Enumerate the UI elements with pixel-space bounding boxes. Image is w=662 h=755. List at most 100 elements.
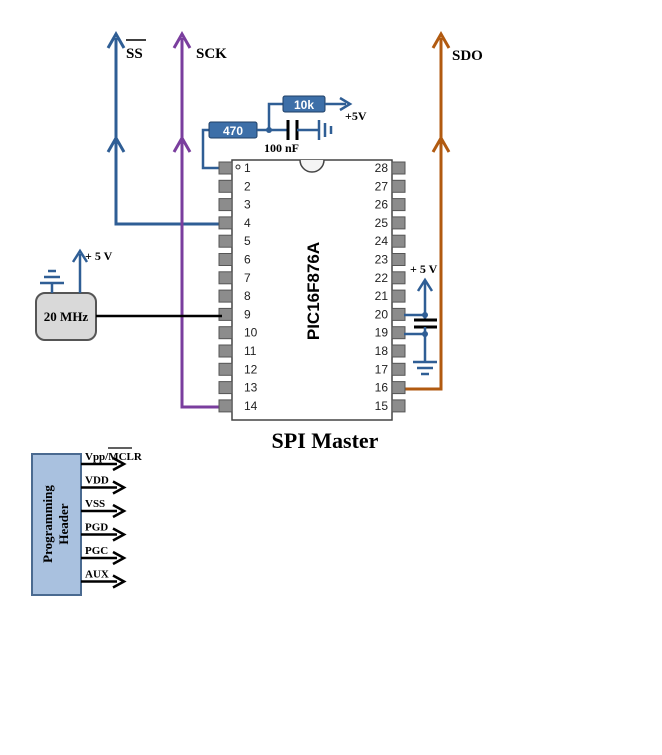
right-supply-arrow-icon	[416, 277, 434, 292]
sck-arrow-icon	[172, 30, 192, 49]
chip-pin-20: 20	[375, 307, 406, 321]
chip-pin-number: 26	[375, 198, 389, 212]
chip-pin-8: 8	[218, 289, 251, 303]
chip-pin-21: 21	[375, 289, 406, 303]
chip-pin-number: 27	[375, 179, 389, 193]
ss-label: SS	[126, 46, 143, 62]
header-pin-label: VSS	[85, 498, 105, 510]
chip-pin-number: 2	[244, 179, 251, 193]
header-pin-vss: VSS	[81, 498, 127, 519]
chip-pin-number: 18	[375, 344, 389, 358]
mclr-network: 470 10k +5V 100 nF	[201, 95, 367, 170]
chip-pin-24: 24	[375, 234, 406, 248]
sck-mid-arrow-icon	[172, 134, 192, 153]
sdo-mid-arrow-icon	[431, 134, 451, 153]
chip-pin-10: 10	[218, 326, 258, 340]
chip-pin-number: 25	[375, 216, 389, 230]
chip-pin-number: 14	[244, 399, 258, 413]
chip-pin-16: 16	[375, 381, 406, 395]
chip-pin-number: 8	[244, 289, 251, 303]
chip-pin-number: 11	[244, 344, 257, 358]
chip-pin-number: 5	[244, 234, 251, 248]
chip-pin-15: 15	[375, 399, 406, 413]
chip-pin-5: 5	[218, 234, 251, 248]
chip-pin-7: 7	[218, 271, 251, 285]
diagram-title: SPI Master	[272, 428, 379, 453]
chip-pin-12: 12	[218, 362, 258, 376]
header-pin-arrow-icon	[112, 527, 127, 542]
chip-pin-number: 24	[375, 234, 389, 248]
header-pin-arrow-icon	[112, 550, 127, 566]
header-pin-label: VDD	[85, 475, 109, 487]
crystal-supply-arrow-icon	[71, 248, 89, 263]
chip-pin-number: 28	[375, 161, 389, 175]
chip-pin-number: 22	[375, 271, 389, 285]
chip-pin-27: 27	[375, 179, 406, 193]
chip-pin-number: 7	[244, 271, 251, 285]
programming-header-label-line1: Programming	[40, 485, 55, 563]
crystal-supply-label: + 5 V	[85, 249, 113, 263]
programming-header: Programming Header Vpp/MCLR VDD VSS PGD PGC A…	[31, 447, 143, 596]
chip-pin-number: 17	[375, 362, 389, 376]
chip-pin-23: 23	[375, 253, 406, 267]
chip-pin-4: 4	[218, 216, 251, 230]
sdo-arrow-icon	[431, 30, 451, 49]
chip-notch	[299, 159, 325, 173]
supply-top-label: +5V	[345, 109, 367, 123]
chip-pin-number: 19	[375, 326, 389, 340]
header-pin-arrow-icon	[112, 574, 127, 589]
chip-name: PIC16F876A	[304, 242, 323, 340]
header-pin-label: PGC	[85, 545, 108, 557]
supply-arrow-icon	[339, 96, 353, 112]
header-pin-label: AUX	[85, 569, 109, 581]
chip-pins-right: 28 27 26 25 24 23 22 21 20 19 18 17 16 15	[375, 161, 406, 413]
chip-pin-number: 9	[244, 307, 251, 321]
chip-pin-1: 1	[218, 161, 251, 175]
header-pin-vdd: VDD	[81, 475, 127, 495]
chip-pin-number: 23	[375, 253, 389, 267]
programming-header-body	[31, 453, 82, 596]
chip-pin-19: 19	[375, 326, 406, 340]
chip-pin-13: 13	[218, 381, 258, 395]
ss-wire	[106, 30, 232, 226]
sck-label: SCK	[196, 46, 227, 62]
chip-pin-17: 17	[375, 362, 406, 376]
chip-pin-11: 11	[218, 344, 257, 358]
chip-pin-3: 3	[218, 198, 251, 212]
chip-pin-number: 4	[244, 216, 251, 230]
chip-pin-2: 2	[218, 179, 251, 193]
pin1-marker-dot	[235, 164, 241, 170]
crystal-oscillator: 20 MHz + 5 V	[35, 248, 222, 341]
chip-pin-number: 10	[244, 326, 258, 340]
programming-header-label-line2: Header	[56, 503, 71, 544]
header-pin-arrow-icon	[112, 503, 127, 519]
chip-pin-number: 1	[244, 161, 251, 175]
chip-pin-number: 3	[244, 198, 251, 212]
header-pin-arrow-icon	[112, 456, 127, 472]
crystal-label: 20 MHz	[44, 309, 89, 324]
header-pin-pgd: PGD	[81, 522, 127, 542]
chip-pin-26: 26	[375, 198, 406, 212]
cap-100nf-label: 100 nF	[264, 141, 299, 155]
header-pin-label: Vpp/MCLR	[85, 451, 143, 463]
chip-pin-number: 21	[375, 289, 389, 303]
header-pin-vpp-mclr: Vpp/MCLR	[81, 447, 143, 472]
decoupling-network: + 5 V	[404, 262, 438, 376]
pic-chip: PIC16F876A	[231, 159, 393, 421]
sck-wire	[172, 30, 232, 409]
chip-pin-number: 6	[244, 253, 251, 267]
header-pin-pgc: PGC	[81, 545, 127, 566]
ss-mid-arrow-icon	[106, 134, 126, 153]
resistor-470-label: 470	[223, 124, 243, 138]
ss-arrow-icon	[106, 30, 126, 49]
chip-pin-28: 28	[375, 161, 406, 175]
header-pin-aux: AUX	[81, 569, 127, 589]
chip-pin-number: 13	[244, 381, 258, 395]
chip-pin-number: 16	[375, 381, 389, 395]
sdo-wire	[404, 30, 451, 391]
chip-pin-number: 20	[375, 307, 389, 321]
chip-pin-number: 15	[375, 399, 389, 413]
sdo-label: SDO	[452, 48, 483, 64]
chip-pin-18: 18	[375, 344, 406, 358]
